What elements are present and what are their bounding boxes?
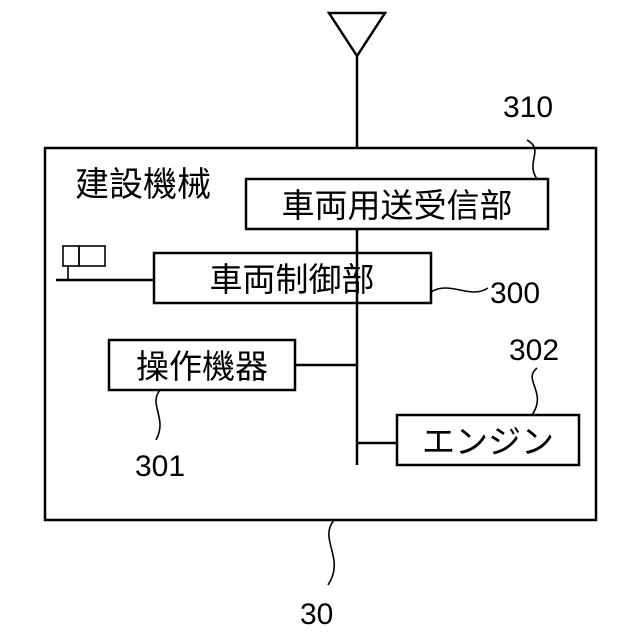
- ref-301: 301: [135, 450, 185, 483]
- container-title: 建設機械: [75, 165, 211, 205]
- antenna-icon: [329, 13, 385, 148]
- vehicle-controller-label: 車両制御部: [210, 260, 375, 299]
- engine-label: エンジン: [422, 422, 554, 461]
- ref-30: 30: [300, 598, 333, 631]
- camera-icon: [63, 246, 105, 280]
- ref-300: 300: [490, 277, 540, 310]
- ref-302: 302: [509, 334, 559, 367]
- leader-300: [431, 288, 488, 292]
- ref-310: 310: [503, 91, 553, 124]
- leader-301: [156, 390, 160, 440]
- leader-302: [532, 368, 537, 415]
- operation-device-label: 操作機器: [136, 347, 268, 386]
- leader-30: [328, 520, 334, 585]
- leader-310: [527, 140, 537, 179]
- transceiver-label: 車両用送受信部: [282, 186, 513, 225]
